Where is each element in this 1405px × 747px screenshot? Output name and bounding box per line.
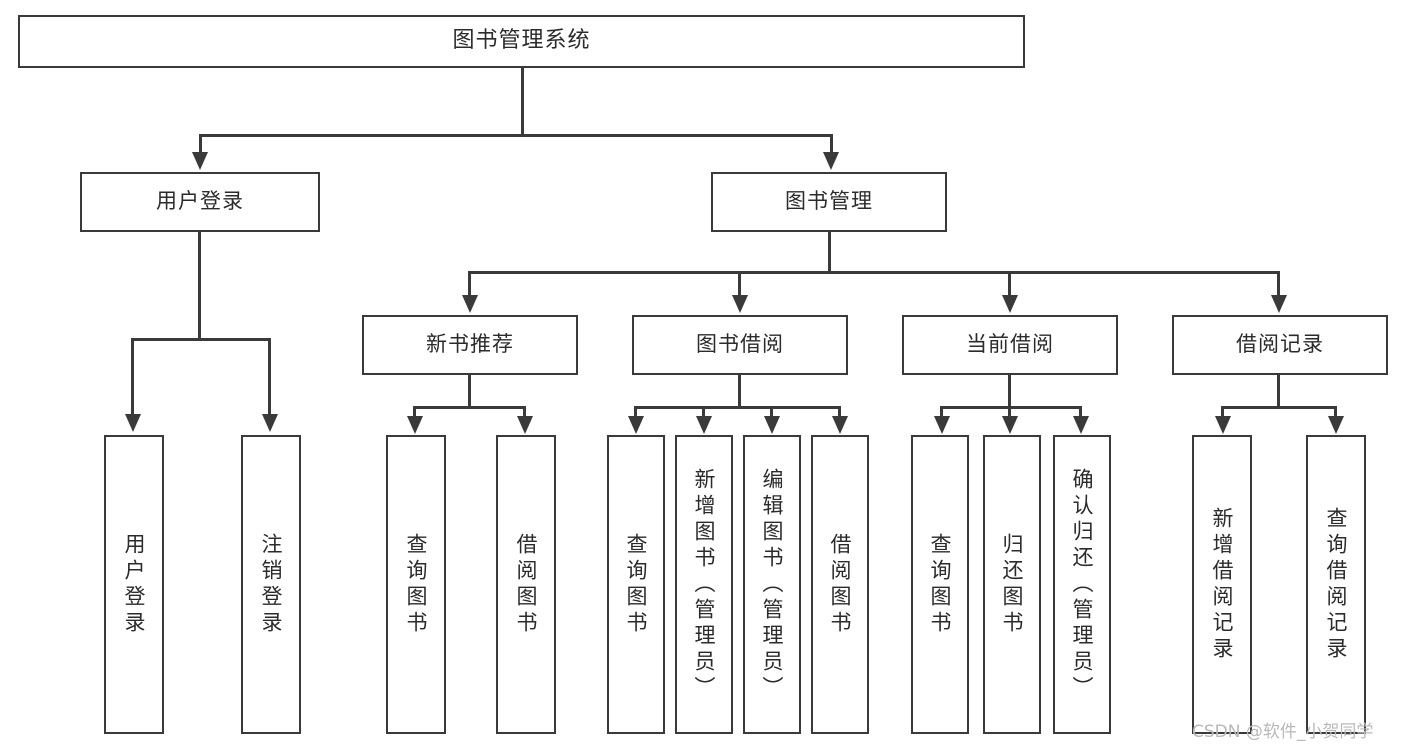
connector-user-login-stem bbox=[198, 232, 201, 338]
connector-borrow-record-right-drop bbox=[1334, 406, 1337, 418]
leaf-label: 新增图书（管理员） bbox=[692, 467, 717, 702]
leaf-user-login[interactable]: 用户登录 bbox=[104, 435, 164, 734]
leaf-label: 查询借阅记录 bbox=[1324, 506, 1349, 663]
node-book-management-system[interactable]: 图书管理系统 bbox=[18, 15, 1025, 68]
node-label: 图书借阅 bbox=[696, 332, 784, 357]
arrow-to-book-borrow bbox=[732, 295, 748, 313]
leaf-book-borrow-lend[interactable]: 借阅图书 bbox=[811, 435, 869, 734]
leaf-borrow-record-add[interactable]: 新增借阅记录 bbox=[1192, 435, 1252, 734]
arrow-to-current-borrow-return bbox=[1002, 416, 1018, 434]
arrow-to-new-book bbox=[462, 295, 478, 313]
leaf-new-book-borrow[interactable]: 借阅图书 bbox=[496, 435, 556, 734]
leaf-label: 借阅图书 bbox=[514, 532, 539, 637]
leaf-label: 新增借阅记录 bbox=[1210, 506, 1235, 663]
connector-current-borrow-stem bbox=[1008, 375, 1011, 406]
connector-to-current-borrow bbox=[1008, 271, 1011, 297]
connector-root-to-user-login bbox=[199, 134, 202, 154]
arrow-to-borrow-record bbox=[1271, 295, 1287, 313]
connector-new-book-stem bbox=[468, 375, 471, 406]
leaf-new-book-query[interactable]: 查询图书 bbox=[386, 435, 446, 734]
node-book-borrow[interactable]: 图书借阅 bbox=[632, 315, 848, 375]
node-book-management[interactable]: 图书管理 bbox=[711, 172, 947, 232]
node-label: 用户登录 bbox=[156, 189, 244, 214]
leaf-label: 确认归还（管理员） bbox=[1070, 467, 1095, 702]
connector-book-management-bar bbox=[468, 271, 1280, 274]
connector-current-borrow-drop-3 bbox=[1079, 406, 1082, 418]
connector-user-login-right-drop bbox=[268, 338, 271, 416]
watermark: CSDN @软件_小贺同学 bbox=[1192, 722, 1374, 742]
leaf-logout[interactable]: 注销登录 bbox=[241, 435, 301, 734]
connector-root-to-book-management bbox=[830, 134, 833, 154]
leaf-current-borrow-return[interactable]: 归还图书 bbox=[983, 435, 1041, 734]
connector-book-borrow-bar bbox=[634, 406, 841, 409]
leaf-book-borrow-add[interactable]: 新增图书（管理员） bbox=[675, 435, 733, 734]
connector-current-borrow-drop-1 bbox=[940, 406, 943, 418]
connector-root-bar bbox=[199, 134, 832, 137]
arrow-to-current-borrow-confirm bbox=[1073, 416, 1089, 434]
leaf-current-borrow-query[interactable]: 查询图书 bbox=[911, 435, 969, 734]
leaf-book-borrow-edit[interactable]: 编辑图书（管理员） bbox=[743, 435, 801, 734]
connector-to-new-book bbox=[468, 271, 471, 297]
connector-borrow-record-stem bbox=[1277, 375, 1280, 406]
leaf-borrow-record-query[interactable]: 查询借阅记录 bbox=[1306, 435, 1366, 734]
leaf-label: 查询图书 bbox=[624, 532, 649, 637]
leaf-label: 借阅图书 bbox=[828, 532, 853, 637]
arrow-to-new-book-query bbox=[407, 416, 423, 434]
arrow-to-book-borrow-edit bbox=[764, 416, 780, 434]
connector-new-book-right-drop bbox=[523, 406, 526, 418]
arrow-to-borrow-record-query bbox=[1328, 416, 1344, 434]
node-label: 借阅记录 bbox=[1236, 332, 1324, 357]
leaf-current-borrow-confirm[interactable]: 确认归还（管理员） bbox=[1053, 435, 1111, 734]
arrow-to-book-borrow-lend bbox=[832, 416, 848, 434]
arrow-to-leaf-logout bbox=[262, 414, 278, 432]
leaf-book-borrow-query[interactable]: 查询图书 bbox=[607, 435, 665, 734]
connector-current-borrow-drop-2 bbox=[1008, 406, 1011, 418]
connector-book-borrow-drop-2 bbox=[702, 406, 705, 418]
arrow-to-current-borrow bbox=[1002, 295, 1018, 313]
connector-user-login-left-drop bbox=[131, 338, 134, 416]
leaf-label: 归还图书 bbox=[1000, 532, 1025, 637]
node-label: 当前借阅 bbox=[966, 332, 1054, 357]
connector-current-borrow-bar bbox=[940, 406, 1082, 409]
leaf-label: 编辑图书（管理员） bbox=[760, 467, 785, 702]
node-label: 图书管理 bbox=[785, 189, 873, 214]
node-current-borrow[interactable]: 当前借阅 bbox=[902, 315, 1118, 375]
connector-new-book-left-drop bbox=[413, 406, 416, 418]
node-label: 图书管理系统 bbox=[452, 28, 591, 54]
connector-user-login-bar bbox=[131, 338, 268, 341]
leaf-label: 用户登录 bbox=[122, 532, 147, 637]
arrow-to-borrow-record-add bbox=[1215, 416, 1231, 434]
connector-book-management-stem bbox=[828, 232, 831, 271]
node-user-login[interactable]: 用户登录 bbox=[80, 172, 320, 232]
node-borrow-record[interactable]: 借阅记录 bbox=[1172, 315, 1388, 375]
node-new-book-recommend[interactable]: 新书推荐 bbox=[362, 315, 578, 375]
connector-book-borrow-drop-4 bbox=[838, 406, 841, 418]
connector-to-borrow-record bbox=[1277, 271, 1280, 297]
leaf-label: 查询图书 bbox=[928, 532, 953, 637]
leaf-label: 注销登录 bbox=[259, 532, 284, 637]
arrow-to-book-borrow-query bbox=[628, 416, 644, 434]
arrow-to-user-login bbox=[192, 152, 208, 170]
connector-root-stem bbox=[521, 68, 524, 134]
connector-borrow-record-left-drop bbox=[1221, 406, 1224, 418]
arrow-to-new-book-borrow bbox=[517, 416, 533, 434]
node-label: 新书推荐 bbox=[426, 332, 514, 357]
arrow-to-leaf-user-login bbox=[125, 414, 141, 432]
connector-new-book-bar bbox=[413, 406, 526, 409]
arrow-to-book-management bbox=[823, 152, 839, 170]
connector-book-borrow-drop-1 bbox=[634, 406, 637, 418]
connector-book-borrow-stem bbox=[738, 375, 741, 406]
arrow-to-current-borrow-query bbox=[934, 416, 950, 434]
connector-to-book-borrow bbox=[738, 271, 741, 297]
connector-borrow-record-bar bbox=[1221, 406, 1337, 409]
arrow-to-book-borrow-add bbox=[696, 416, 712, 434]
leaf-label: 查询图书 bbox=[404, 532, 429, 637]
connector-book-borrow-drop-3 bbox=[770, 406, 773, 418]
